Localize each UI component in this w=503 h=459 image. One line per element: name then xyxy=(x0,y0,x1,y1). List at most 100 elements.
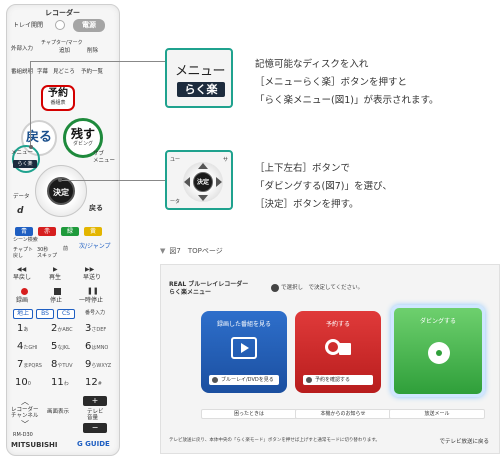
reservation-list-label: 予約一覧 xyxy=(81,69,104,75)
key-4[interactable]: 4たGHI xyxy=(17,341,37,352)
tray-button[interactable] xyxy=(55,20,65,30)
highlight-label: 見どころ xyxy=(53,69,75,75)
play-label: 再生 xyxy=(49,274,62,281)
key-12[interactable]: 12# xyxy=(85,377,102,388)
figure-caption-text: 図7 TOPページ xyxy=(169,247,223,255)
record-label: 録画 xyxy=(16,297,29,304)
watch-bd-dvd-sub[interactable]: ブルーレイ/DVDを見る xyxy=(209,375,279,385)
callout-direction-enter: ユー サ ータ 決定 xyxy=(165,150,233,210)
key-7-sub: まPQRS xyxy=(23,363,42,369)
dubbing-button[interactable]: 残す ダビング xyxy=(63,118,103,158)
key-2[interactable]: 2かABC xyxy=(51,323,73,334)
dubbing-sub-label: ダビング xyxy=(72,141,93,147)
connector-line-menu xyxy=(30,61,165,62)
disc-dubbing-icon xyxy=(426,342,452,364)
key-8[interactable]: 8やTUV xyxy=(51,359,73,370)
screen-hint: で選択し で決定してください。 xyxy=(269,283,363,292)
blue-key[interactable]: 青 xyxy=(15,227,33,236)
record-icon[interactable] xyxy=(21,288,28,295)
cs-button[interactable]: CS xyxy=(57,309,75,319)
number-input-label[interactable]: 番号入力 xyxy=(84,310,105,316)
rakuraku-label: らく楽 xyxy=(13,160,37,168)
instruction-2: ［上下左右］ボタンで 「ダビングする(図7)」を選び、 ［決定］ボタンを押す。 xyxy=(255,160,392,214)
reserve-sub-label: 番組表 xyxy=(50,100,66,106)
key-10[interactable]: 100 xyxy=(15,377,31,388)
key-1[interactable]: 1あ xyxy=(17,323,28,334)
key-11[interactable]: 11わ xyxy=(51,377,69,388)
tv-volume-label: テレビ 音量 xyxy=(87,409,104,421)
confirm-reserve-sub[interactable]: 予約を確認する xyxy=(303,375,373,385)
key-3[interactable]: 3さDEF xyxy=(85,323,106,334)
figure-caption: ▼図7 TOPページ xyxy=(160,246,223,256)
tray-label: トレイ開閉 xyxy=(13,22,44,29)
stop-icon[interactable] xyxy=(54,288,61,295)
key-4-sub: たGHI xyxy=(23,345,38,351)
screen-hint-text: で選択し で決定してください。 xyxy=(281,285,364,291)
volume-down-icon[interactable]: − xyxy=(83,423,107,433)
channel-down-icon[interactable]: ﹀ xyxy=(21,420,29,429)
brand-logo: MITSUBISHI xyxy=(11,441,58,449)
reserve-label: 予約 xyxy=(48,88,68,99)
next-jump-label: 次/ジャンプ xyxy=(79,243,111,250)
screen-title-line-2: らく楽メニュー xyxy=(169,289,212,296)
bs-button[interactable]: BS xyxy=(36,309,54,319)
callout-menu-rakuraku: メニュー らく楽 xyxy=(165,48,233,108)
sub-menu-label: サブ メニュー xyxy=(93,151,116,164)
dubbing-panel[interactable]: ダビングする xyxy=(391,305,485,397)
data-button[interactable]: d xyxy=(17,206,24,216)
key-6[interactable]: 6はMNO xyxy=(85,341,108,352)
reserve-button[interactable]: 予約 番組表 xyxy=(41,85,75,111)
dubbing-label: 残す xyxy=(70,127,95,141)
instruction-1-line-3: 「らく楽メニュー(図1)」が表示されます。 xyxy=(255,95,439,106)
screen-footer: テレビ放送に戻り、本体中央の「らく楽モード」ボタンを押せば上げすと通常モードに切… xyxy=(169,438,380,443)
subtitle-label: 字幕 xyxy=(37,69,49,75)
broadcast-mail-tile[interactable]: 放送メール xyxy=(389,409,485,419)
fast-forward-label: 早送り xyxy=(83,274,102,281)
key-8-num: 8 xyxy=(51,359,58,370)
red-key[interactable]: 赤 xyxy=(38,227,56,236)
arrow-left-icon xyxy=(184,177,190,187)
connector-line-menu-vertical xyxy=(30,61,31,147)
arrow-up-icon xyxy=(198,163,208,169)
program-info-label: 番組説明 xyxy=(11,69,34,75)
key-6-num: 6 xyxy=(85,341,92,352)
notice-tile[interactable]: 本機からのお知らせ xyxy=(295,409,391,419)
prev-label: 前 xyxy=(63,246,69,252)
terrestrial-button[interactable]: 地上 xyxy=(13,309,33,319)
channel-up-icon[interactable]: ︿ xyxy=(21,397,29,406)
key-11-sub: わ xyxy=(63,381,69,387)
arrow-right-icon xyxy=(216,177,222,187)
recorder-channel-label: レコーダー チャンネル xyxy=(11,407,39,419)
key-7[interactable]: 7まPQRS xyxy=(17,359,42,370)
connector-dot-enter xyxy=(58,178,62,182)
power-button[interactable]: 電源 xyxy=(73,19,105,32)
play-icon[interactable]: ▶ xyxy=(53,266,58,273)
yellow-key[interactable]: 黄 xyxy=(84,227,102,236)
reserve-panel[interactable]: 予約する 予約を確認する xyxy=(295,311,381,393)
rewind-icon[interactable]: ◀◀ xyxy=(17,266,27,273)
key-10-num: 10 xyxy=(15,377,28,388)
key-9-sub: らWXYZ xyxy=(91,363,112,369)
fast-forward-icon[interactable]: ▶▶ xyxy=(85,266,95,273)
watch-recorded-panel[interactable]: 録画した番組を見る ブルーレイ/DVDを見る xyxy=(201,311,287,393)
key-5[interactable]: 5なJKL xyxy=(51,341,70,352)
pause-icon[interactable]: ❚❚ xyxy=(87,287,99,295)
screen-display-label[interactable]: 画面表示 xyxy=(47,409,70,415)
key-12-num: 12 xyxy=(85,377,98,388)
key-3-sub: さDEF xyxy=(91,327,107,333)
callout-bottom-left-label: ータ xyxy=(170,199,181,205)
green-key[interactable]: 緑 xyxy=(61,227,79,236)
instruction-1: 記憶可能なディスクを入れ ［メニューらく楽］ボタンを押すと 「らく楽メニュー(図… xyxy=(255,56,439,110)
help-tile[interactable]: 困ったときは xyxy=(201,409,297,419)
volume-up-icon[interactable]: + xyxy=(83,396,107,406)
instruction-2-line-1: ［上下左右］ボタンで xyxy=(255,163,351,174)
key-9[interactable]: 9らWXYZ xyxy=(85,359,111,370)
instruction-2-line-2: 「ダビングする(図7)」を選び、 xyxy=(255,181,392,192)
back-button[interactable]: 戻る xyxy=(89,204,103,212)
callout-top-right-label: サ xyxy=(223,157,229,163)
play-screen-icon xyxy=(231,337,257,359)
chapter-mark-label: チャプター/マーク xyxy=(41,40,83,46)
menu-rakuraku-button[interactable] xyxy=(12,145,40,173)
chapter-back-label: チャプト 戻し xyxy=(13,247,33,259)
pause-label: 一時停止 xyxy=(79,297,104,304)
